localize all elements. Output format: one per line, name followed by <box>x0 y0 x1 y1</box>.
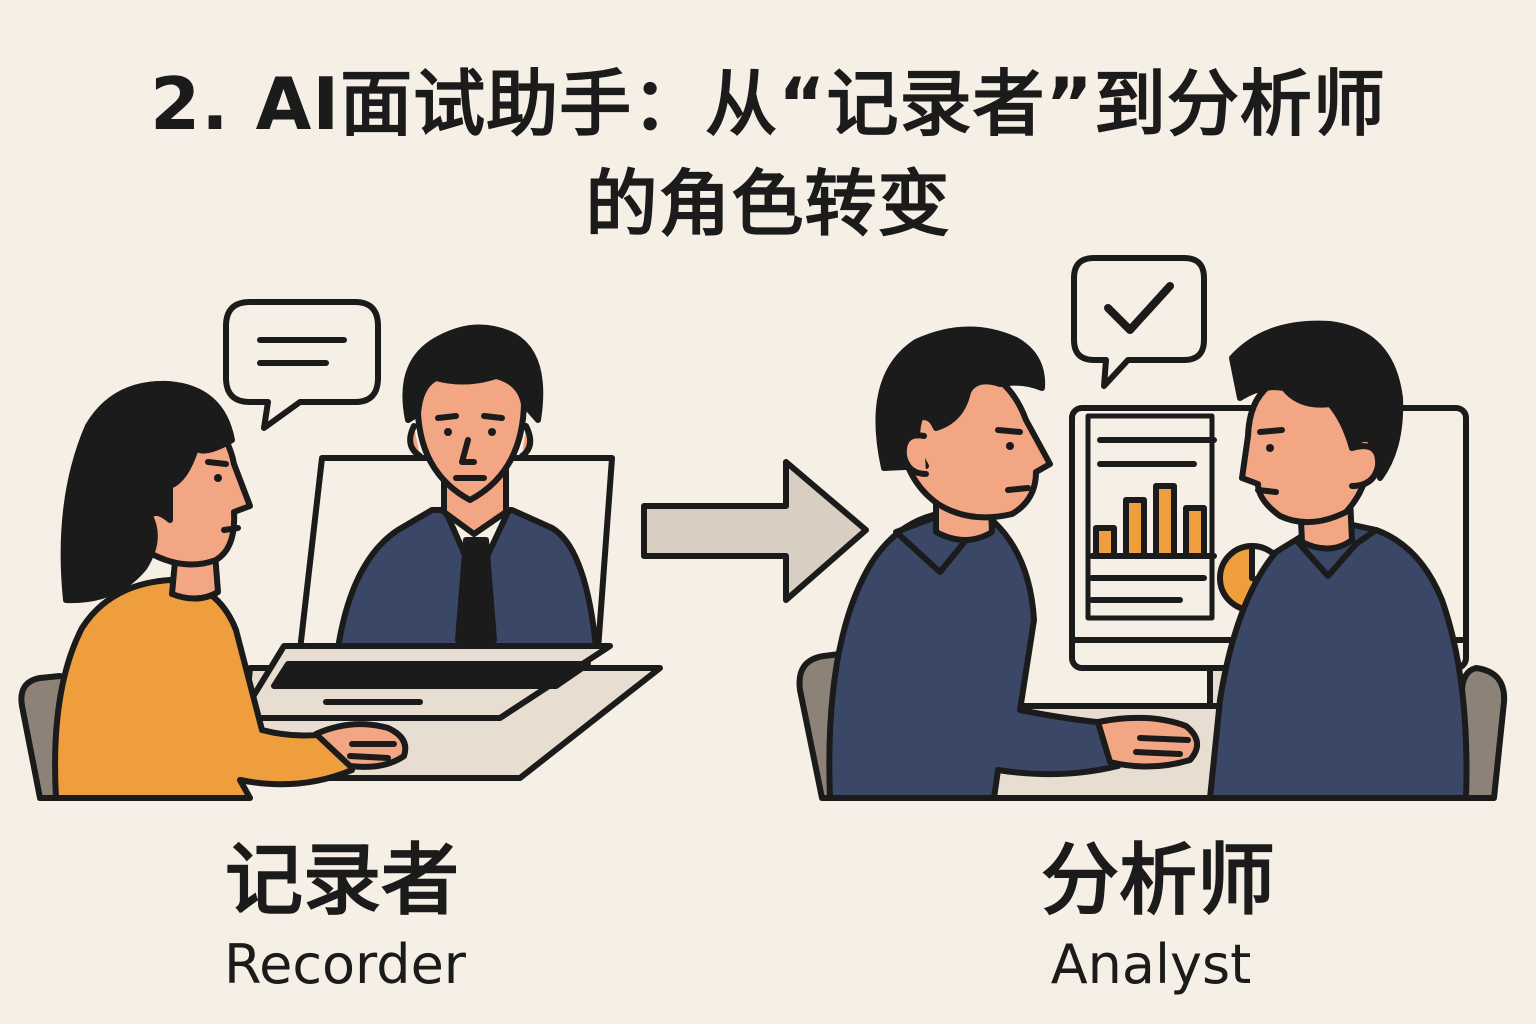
page-title-line-2: 的角色转变 <box>585 162 951 246</box>
interviewer-on-screen <box>335 324 599 651</box>
recorder-label-en: Recorder <box>224 933 466 996</box>
recorder-woman <box>52 380 409 801</box>
recorder-label-zh: 记录者 <box>224 836 459 926</box>
right-arrow-icon <box>641 459 869 603</box>
analyst-label-en: Analyst <box>1050 933 1252 996</box>
speech-bubble-lines-icon <box>223 299 381 431</box>
page-title-line-1: 2. AI面试助手：从“记录者”到分析师 <box>150 62 1386 146</box>
analyst-person-right <box>1207 320 1470 801</box>
analyst-person-left <box>826 326 1200 801</box>
bar-chart-icon <box>1089 483 1217 559</box>
analyst-label-zh: 分析师 <box>1040 836 1275 926</box>
speech-bubble-checkmark-icon <box>1071 255 1207 389</box>
